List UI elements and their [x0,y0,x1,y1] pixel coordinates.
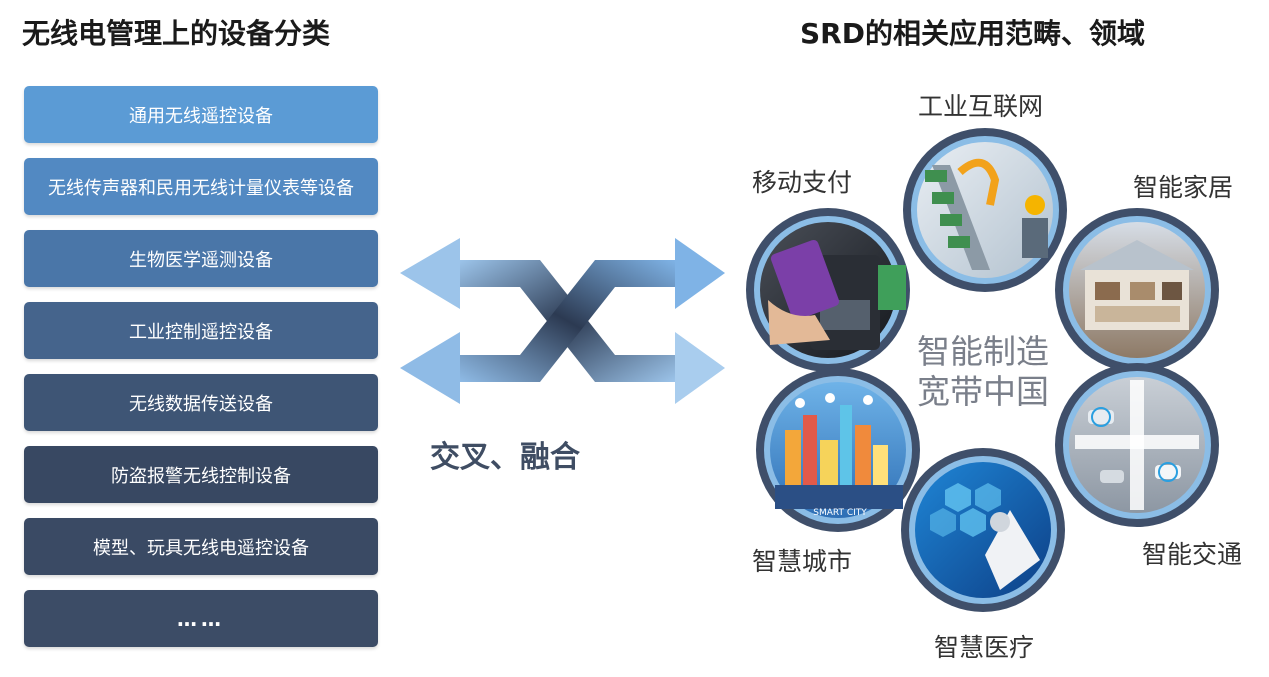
app-label-smart-home: 智能家居 [1133,173,1234,202]
device-category-label: 防盗报警无线控制设备 [111,465,291,487]
mobile-payment-image [746,208,910,372]
center-text: 智能制造 宽带中国 [917,332,1049,412]
app-label-industrial-internet: 工业互联网 [918,92,1044,121]
device-category-item: 防盗报警无线控制设备 [24,446,378,503]
app-label-smart-city: 智慧城市 [752,547,853,576]
device-category-label: 模型、玩具无线电遥控设备 [93,537,309,559]
app-label-smart-medical: 智慧医疗 [934,633,1035,662]
device-category-item: 无线数据传送设备 [24,374,378,431]
device-category-label: 生物医学遥测设备 [129,249,273,271]
device-category-label: 无线数据传送设备 [129,393,273,415]
cross-arrows-icon [400,238,725,404]
industrial-internet-image [903,128,1067,292]
device-category-item: …… [24,590,378,647]
device-category-label: 工业控制遥控设备 [129,321,273,343]
device-category-item: 模型、玩具无线电遥控设备 [24,518,378,575]
smart-home-image [1055,208,1219,372]
app-label-smart-traffic: 智能交通 [1142,540,1243,569]
cross-label: 交叉、融合 [430,440,580,475]
device-category-label: 无线传声器和民用无线计量仪表等设备 [48,177,354,199]
more-dots: …… [177,606,225,631]
device-category-label: 通用无线遥控设备 [129,105,273,127]
center-text-line: 宽带中国 [917,372,1049,411]
smart-medical-image [901,448,1065,612]
smart-traffic-image [1055,363,1219,527]
app-label-mobile-payment: 移动支付 [752,168,853,197]
device-category-list: 通用无线遥控设备 无线传声器和民用无线计量仪表等设备 生物医学遥测设备 工业控制… [24,86,378,662]
device-category-item: 生物医学遥测设备 [24,230,378,287]
device-category-item: 无线传声器和民用无线计量仪表等设备 [24,158,378,215]
right-title: SRD的相关应用范畴、领域 [800,17,1145,50]
left-title: 无线电管理上的设备分类 [22,17,331,50]
smart-city-image [756,368,920,532]
center-text-line: 智能制造 [917,332,1049,371]
smart-city-caption-text: SMART CITY [813,508,867,518]
application-wheel [746,128,1219,612]
device-category-item: 工业控制遥控设备 [24,302,378,359]
smart-city-caption: SMART CITY [813,508,867,518]
device-category-item: 通用无线遥控设备 [24,86,378,143]
